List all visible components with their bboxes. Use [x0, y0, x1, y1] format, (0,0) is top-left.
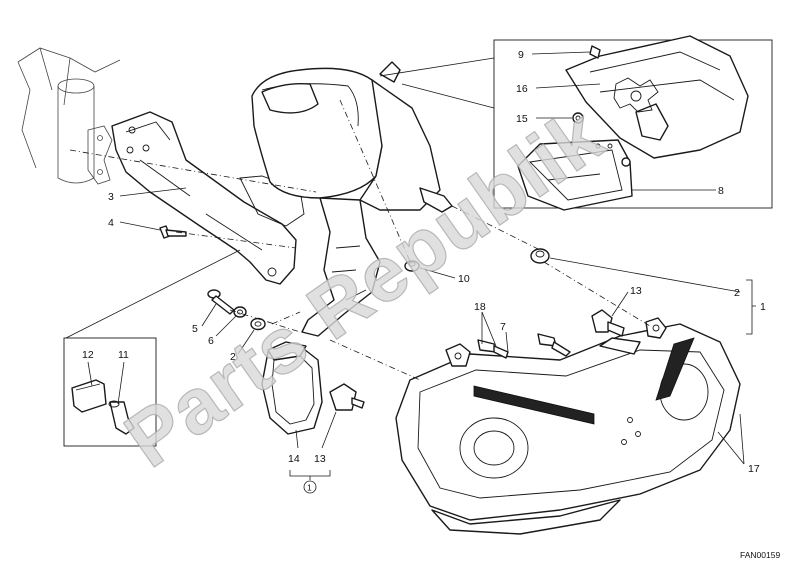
callout-11: 11 [118, 349, 129, 361]
callout-12: 12 [82, 349, 94, 361]
drawing-reference: FAN00159 [740, 550, 780, 560]
connector-inset [63, 337, 157, 447]
frame-ghost [17, 47, 121, 185]
callout-13-bottom: 13 [314, 453, 326, 465]
bulb-18 [477, 339, 509, 359]
headlight-unit [395, 317, 741, 535]
headlight-bracket [111, 111, 305, 285]
callout-3: 3 [108, 191, 114, 203]
callout-17: 17 [748, 463, 760, 475]
bulb-7 [537, 333, 571, 357]
leader-lines [65, 51, 756, 480]
callout-5: 5 [192, 323, 198, 335]
callout-4: 4 [108, 217, 114, 229]
callout-labels: 9 16 15 8 3 4 10 2 1 13 18 7 5 6 2 12 11… [82, 49, 766, 475]
parking-light-14 [261, 341, 323, 435]
callout-2-right: 2 [734, 287, 740, 299]
callout-10: 10 [458, 273, 470, 285]
svg-text:1: 1 [307, 483, 312, 493]
grommet-2-right [530, 248, 550, 264]
screw-4 [159, 225, 187, 239]
callout-2-left: 2 [230, 351, 236, 363]
callout-6: 6 [208, 335, 214, 347]
bolt-5 [207, 289, 235, 315]
callout-1: 1 [760, 301, 766, 313]
grommet-10 [404, 260, 420, 272]
callout-9: 9 [518, 49, 524, 61]
assembly-lines [69, 99, 651, 381]
bulb-13-top [591, 309, 625, 337]
instrument-inset [493, 35, 773, 211]
callout-16: 16 [516, 83, 528, 95]
callout-14: 14 [288, 453, 300, 465]
spacer-6 [233, 306, 247, 318]
callout-15: 15 [516, 113, 528, 125]
callout-13-top: 13 [630, 285, 642, 297]
callout-18: 18 [474, 301, 486, 313]
callout-8: 8 [718, 185, 724, 197]
instrument-cowl [251, 61, 453, 337]
group-marker: 1 [303, 480, 317, 494]
bulb-13-bottom [329, 383, 365, 411]
callout-7: 7 [500, 321, 506, 333]
